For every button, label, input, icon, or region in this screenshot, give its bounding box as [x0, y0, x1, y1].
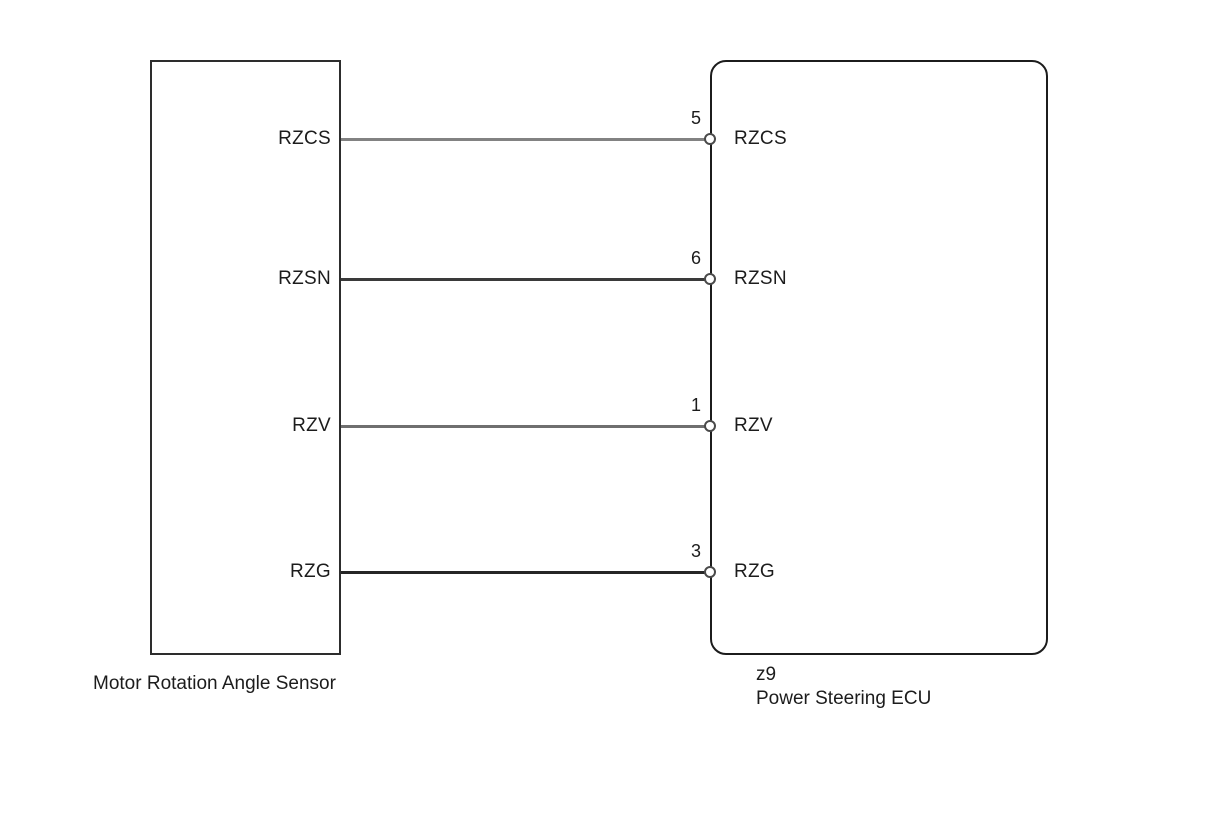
ecu-pin-label: RZV — [734, 415, 773, 436]
pin-number: 3 — [690, 541, 701, 561]
sensor-pin-label: RZSN — [278, 268, 331, 289]
pin-number: 1 — [690, 395, 701, 415]
terminal-circle-icon — [704, 420, 716, 432]
wire — [341, 138, 706, 141]
sensor-pin-label: RZCS — [278, 128, 331, 149]
terminal-circle-icon — [704, 273, 716, 285]
sensor-pin-label: RZV — [292, 415, 331, 436]
ecu-pin-label: RZSN — [734, 268, 787, 289]
ecu-box — [710, 60, 1048, 655]
ecu-code-caption: z9 — [756, 664, 777, 685]
terminal-circle-icon — [704, 566, 716, 578]
pin-number: 6 — [690, 248, 701, 268]
wire — [341, 571, 706, 574]
ecu-caption-block: z9 Power Steering ECU — [756, 663, 931, 711]
sensor-pin-label: RZG — [289, 561, 331, 582]
sensor-box — [150, 60, 341, 655]
sensor-caption: Motor Rotation Angle Sensor — [93, 673, 336, 694]
wire — [341, 278, 706, 281]
terminal-circle-icon — [704, 133, 716, 145]
pin-number: 5 — [690, 108, 701, 128]
ecu-name-caption: Power Steering ECU — [756, 688, 932, 709]
ecu-pin-label: RZCS — [734, 128, 787, 149]
wire — [341, 425, 706, 428]
ecu-pin-label: RZG — [734, 561, 776, 582]
